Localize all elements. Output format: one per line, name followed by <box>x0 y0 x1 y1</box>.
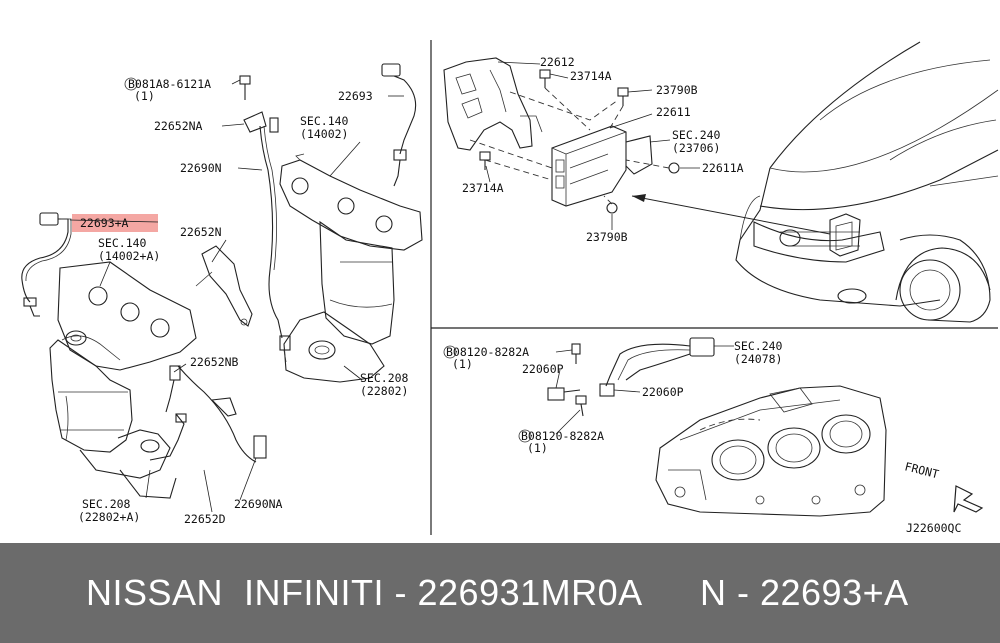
label-front: FRONT <box>903 459 940 481</box>
highlight-22693a <box>72 214 158 232</box>
label-sec140-left: SEC.140 <box>98 236 147 250</box>
label-sec208-right: SEC.208 <box>360 371 409 385</box>
label-22652na: 22652NA <box>154 119 203 133</box>
label-22693: 22693 <box>338 89 373 103</box>
leader-lines-bottom-right <box>555 345 734 435</box>
label-22652nb: 22652NB <box>190 355 239 369</box>
label-sec240-top-code: (23706) <box>672 141 720 155</box>
leader-lines-left <box>69 79 404 513</box>
label-bolt-ref-3: B08120-8282A <box>521 429 604 443</box>
bolt-081a8-drawing <box>239 75 251 100</box>
label-22611a: 22611A <box>702 161 744 175</box>
label-22060p-left: 22060P <box>522 362 564 376</box>
label-bolt-ref-2: B08120-8282A <box>446 345 529 359</box>
label-23714a-top: 23714A <box>570 69 612 83</box>
label-bolt-ref-1-qty: (1) <box>134 89 155 103</box>
label-23790b-bottom: 23790B <box>586 230 628 244</box>
label-22612: 22612 <box>540 55 575 69</box>
engine-block-drawing <box>655 385 887 517</box>
knock-sensor-harness-drawing <box>547 337 715 417</box>
harness-22690na-drawing <box>149 365 267 463</box>
label-sec240-bottom-code: (24078) <box>734 352 782 366</box>
manifold-right-drawing <box>279 153 423 383</box>
label-bolt-ref-3-qty: (1) <box>527 441 548 455</box>
label-23790b-top: 23790B <box>656 83 698 97</box>
footer-diagram-code: N - 22693+A <box>700 572 909 613</box>
label-sec208-left: SEC.208 <box>82 497 131 511</box>
label-22652n: 22652N <box>180 225 222 239</box>
manifold-left-drawing <box>49 261 197 499</box>
footer-bar: NISSAN INFINITI - 226931MR0A N - 22693+A <box>0 543 1000 643</box>
ecm-bracket-drawing <box>443 57 543 151</box>
label-23714a-left: 23714A <box>462 181 504 195</box>
ecm-22611-drawing <box>551 125 627 207</box>
ecm-dash-lines <box>469 87 670 205</box>
label-bolt-ref-2-qty: (1) <box>452 357 473 371</box>
footer-brand-part-number: NISSAN INFINITI - 226931MR0A <box>86 572 643 613</box>
label-bolt-ref-1: B081A8-6121A <box>128 77 211 91</box>
parts-diagram: B081A8-6121A (1) 22693 22652NA SEC.140 (… <box>21 40 999 535</box>
label-diagram-id: J22600QC <box>906 521 961 535</box>
label-22652d: 22652D <box>184 512 226 526</box>
vehicle-front-drawing <box>735 41 999 323</box>
sensor-22693a-drawing <box>21 212 72 317</box>
label-sec140-left-code: (14002+A) <box>98 249 160 263</box>
label-22693a: 22693+A <box>80 216 129 230</box>
label-sec208-right-code: (22802) <box>360 384 408 398</box>
front-arrow-icon <box>953 485 984 513</box>
label-22690n: 22690N <box>180 161 222 175</box>
label-sec240-bottom: SEC.240 <box>734 339 783 353</box>
location-arrow <box>631 194 831 235</box>
ecm-bolts-drawing <box>479 69 680 214</box>
label-sec240-top: SEC.240 <box>672 128 721 142</box>
label-22060p-right: 22060P <box>642 385 684 399</box>
label-sec140-right-code: (14002) <box>300 127 348 141</box>
label-22611: 22611 <box>656 105 691 119</box>
leader-lines-top-right <box>485 61 700 230</box>
bracket-22652n-drawing <box>195 245 253 327</box>
label-sec140-right: SEC.140 <box>300 114 349 128</box>
harness-22690n-drawing <box>243 111 291 363</box>
sensor-22693-drawing <box>381 63 417 187</box>
label-22690na: 22690NA <box>234 497 283 511</box>
label-sec208-left-code: (22802+A) <box>78 510 140 524</box>
